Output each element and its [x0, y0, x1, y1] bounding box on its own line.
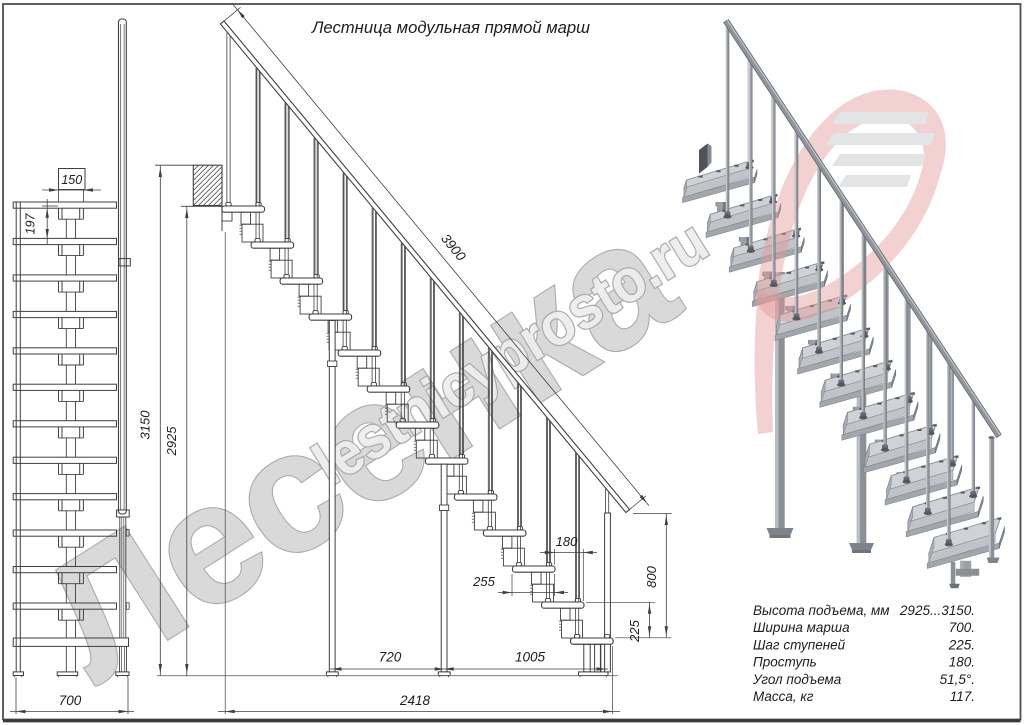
svg-text:Масса, кг: Масса, кг — [753, 689, 814, 704]
svg-text:51,5°.: 51,5°. — [940, 672, 975, 687]
svg-text:225: 225 — [627, 619, 642, 642]
svg-text:180.: 180. — [949, 655, 975, 670]
svg-text:700: 700 — [59, 693, 82, 708]
svg-text:Высота подъема, мм: Высота подъема, мм — [753, 603, 889, 618]
svg-text:255: 255 — [472, 574, 495, 589]
svg-text:117.: 117. — [950, 689, 975, 704]
svg-text:150: 150 — [61, 173, 82, 187]
svg-text:Угол подъема: Угол подъема — [752, 672, 842, 687]
svg-text:1005: 1005 — [515, 650, 546, 665]
svg-text:700.: 700. — [949, 620, 975, 635]
svg-text:197: 197 — [24, 213, 38, 235]
svg-text:225.: 225. — [948, 637, 975, 652]
svg-text:3150: 3150 — [138, 410, 153, 440]
svg-text:Проступь: Проступь — [753, 655, 817, 670]
svg-text:Лестница модульная прямой марш: Лестница модульная прямой марш — [311, 19, 590, 37]
svg-text:720: 720 — [379, 650, 402, 665]
svg-text:Ширина марша: Ширина марша — [753, 620, 850, 635]
svg-text:180: 180 — [556, 534, 578, 549]
svg-text:800: 800 — [644, 565, 659, 587]
svg-text:Шаг ступеней: Шаг ступеней — [753, 637, 846, 652]
svg-text:2418: 2418 — [399, 693, 431, 708]
svg-text:2925: 2925 — [164, 426, 179, 457]
svg-text:2925...3150.: 2925...3150. — [899, 603, 975, 618]
